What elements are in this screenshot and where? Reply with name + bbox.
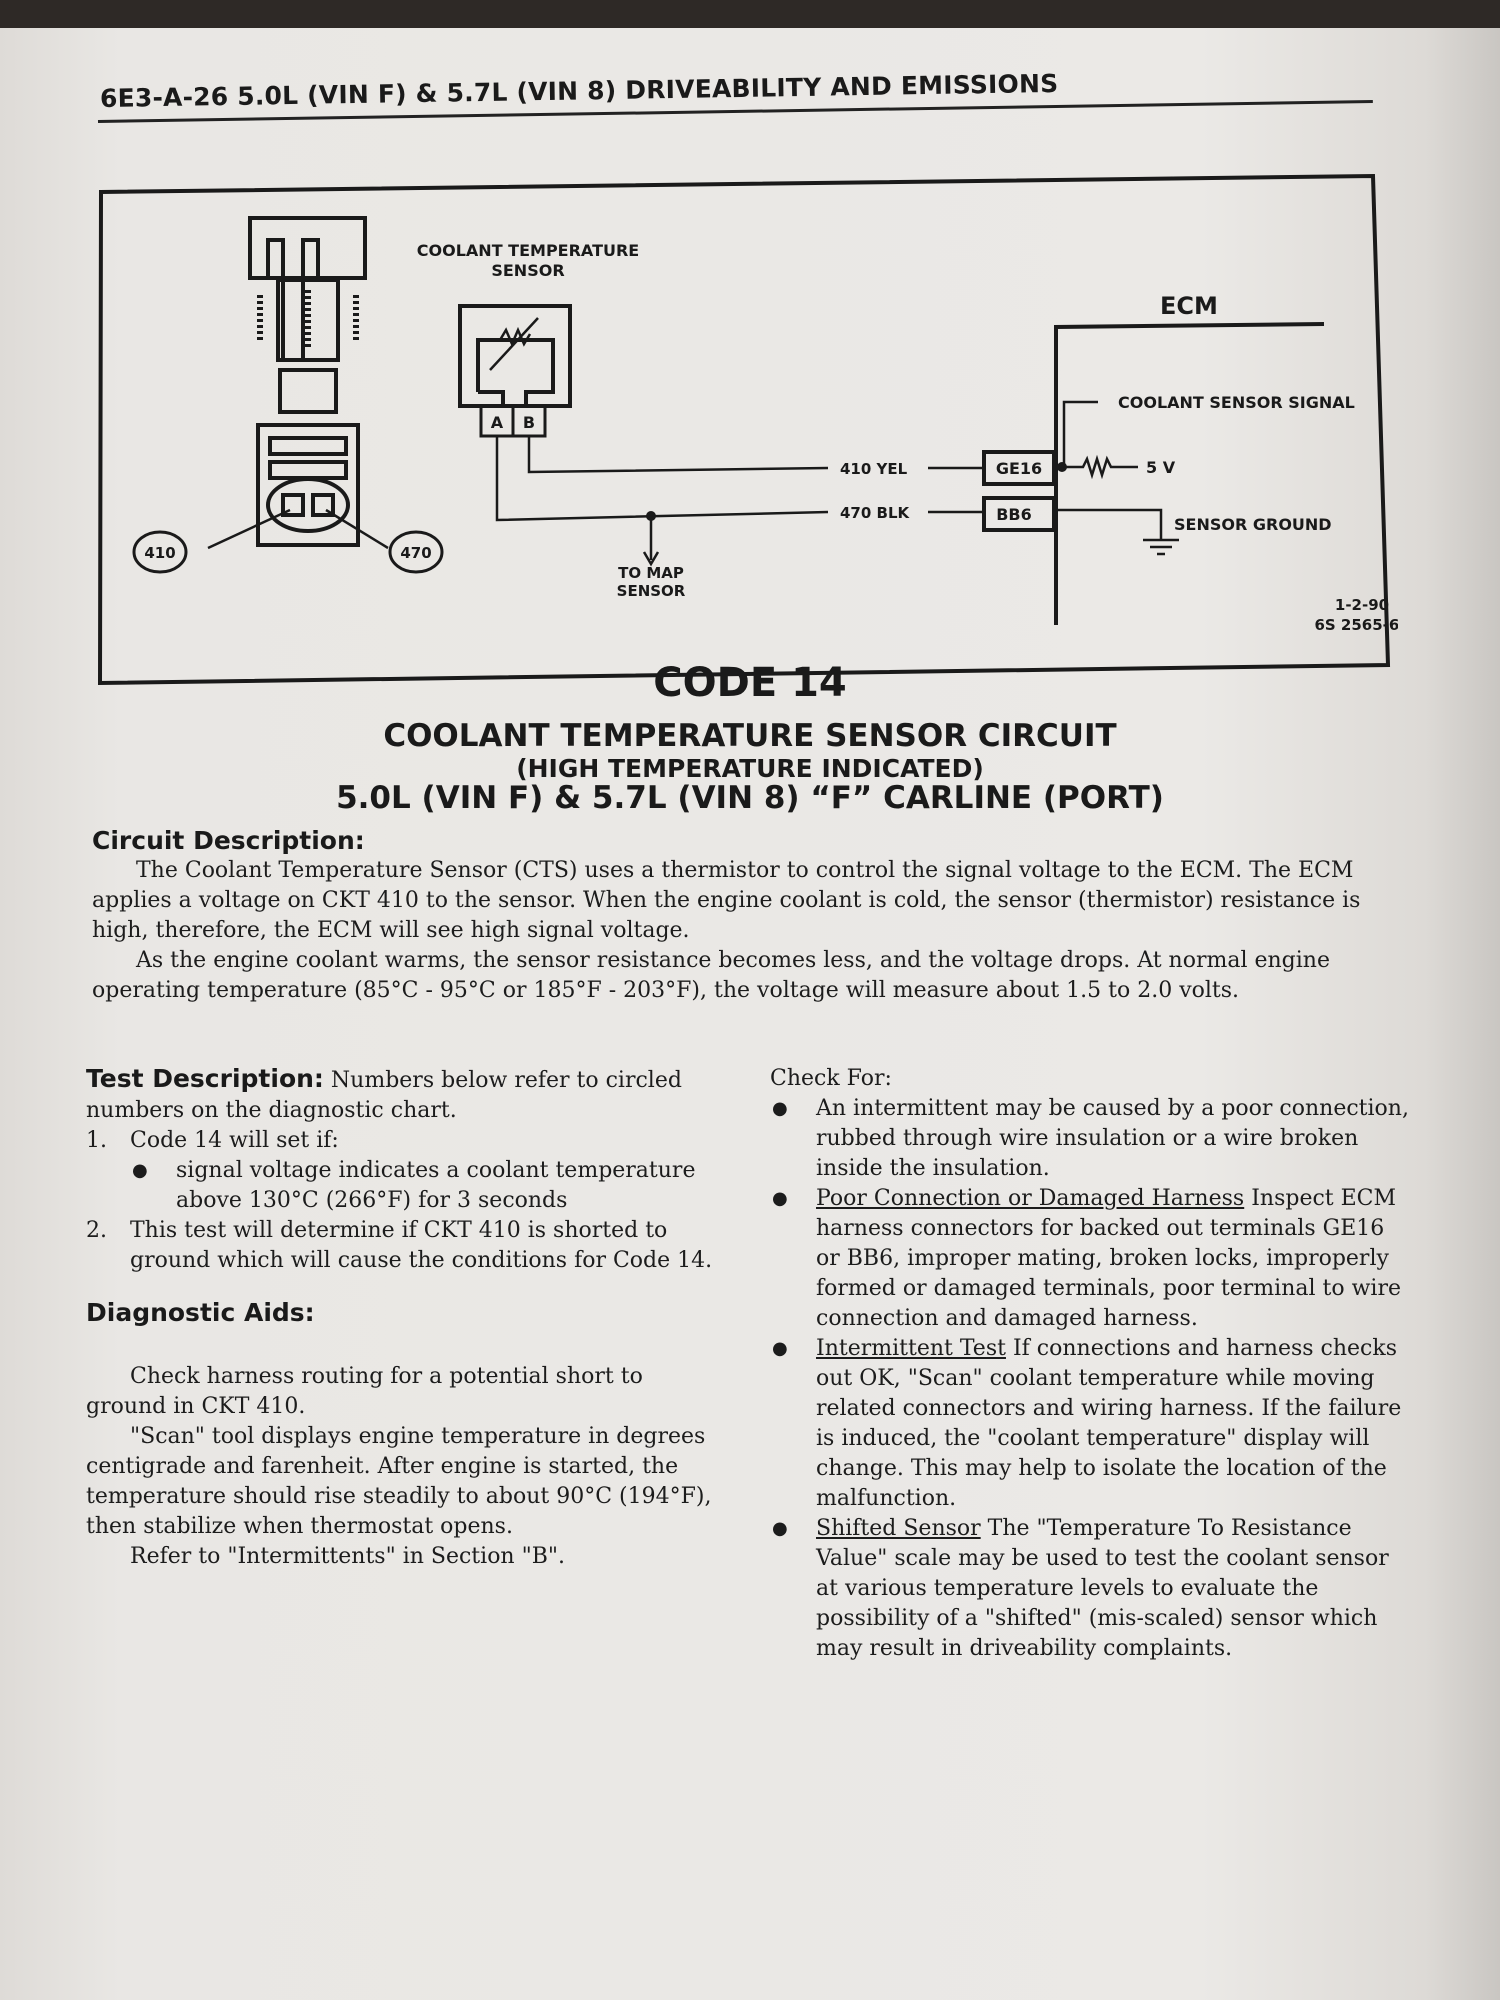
wire-410 xyxy=(527,436,829,474)
circuit-subtitle: (HIGH TEMPERATURE INDICATED) xyxy=(516,754,984,783)
diagram-frame xyxy=(98,173,1391,686)
sensor-label: COOLANT TEMPERATURE xyxy=(417,241,639,260)
ecm-boundary xyxy=(1054,322,1325,625)
wire-410-label: 410 YEL xyxy=(840,460,908,478)
aids-paragraph: Refer to "Intermittents" in Section "B". xyxy=(130,1544,565,1569)
circuit-description-heading: Circuit Description: xyxy=(92,826,365,855)
wire-470 xyxy=(495,436,829,522)
left-column: Test Description: Numbers below refer to… xyxy=(86,1064,726,1572)
diagnostic-aids-heading: Diagnostic Aids: xyxy=(86,1298,315,1327)
test-item: 2.This test will determine if CKT 410 is… xyxy=(86,1218,713,1273)
pin-b-label: B xyxy=(523,413,535,432)
circuit-paragraph: As the engine coolant warms, the sensor … xyxy=(92,948,1330,1003)
diagram-date: 1-2-90 xyxy=(1335,596,1389,614)
map-arrow-icon xyxy=(642,516,660,567)
ecm-label: ECM xyxy=(1160,292,1218,320)
test-intro: Numbers below refer to circled numbers o… xyxy=(86,1068,682,1123)
resistor-icon xyxy=(1064,454,1138,480)
check-item: Poor Connection or Damaged Harness Inspe… xyxy=(770,1184,1410,1334)
circuit-410-circle xyxy=(132,530,188,574)
pin-a-label: A xyxy=(491,413,504,432)
ge16-label: GE16 xyxy=(996,459,1042,478)
code-title: CODE 14 xyxy=(653,660,847,706)
thermistor-icon xyxy=(458,304,572,408)
map-label-2: SENSOR xyxy=(617,582,686,600)
ground-icon xyxy=(1056,508,1179,556)
circuit-470-label: 470 xyxy=(400,544,431,562)
connector-icon xyxy=(207,216,389,550)
coolant-signal-label: COOLANT SENSOR SIGNAL xyxy=(1118,393,1355,412)
circuit-title: COOLANT TEMPERATURE SENSOR CIRCUIT xyxy=(383,718,1117,754)
check-for-heading: Check For: xyxy=(770,1066,892,1091)
bb6-label: BB6 xyxy=(996,505,1032,524)
circuit-paragraph: The Coolant Temperature Sensor (CTS) use… xyxy=(92,858,1361,943)
manual-page: 6E3-A-26 5.0L (VIN F) & 5.7L (VIN 8) DRI… xyxy=(0,28,1500,2000)
test-description-heading: Test Description: xyxy=(86,1064,324,1093)
carline-title: 5.0L (VIN F) & 5.7L (VIN 8) “F” CARLINE … xyxy=(336,780,1164,816)
circuit-410-label: 410 xyxy=(144,544,175,562)
figure-id: 6S 2565-6E xyxy=(1314,616,1398,634)
sensor-label-2: SENSOR xyxy=(491,261,564,280)
wiring-diagram: 410 470 COOLANT TEMPERATURE SENSOR A B T… xyxy=(98,173,1398,686)
check-item: Shifted Sensor The "Temperature To Resis… xyxy=(770,1514,1410,1664)
test-item: 1.Code 14 will set if: xyxy=(86,1128,339,1153)
test-item-bullet: signal voltage indicates a coolant tempe… xyxy=(86,1156,726,1216)
check-item: An intermittent may be caused by a poor … xyxy=(770,1094,1410,1184)
aids-paragraph: Check harness routing for a potential sh… xyxy=(86,1364,643,1419)
aids-paragraph: "Scan" tool displays engine temperature … xyxy=(86,1424,712,1539)
circuit-470-circle xyxy=(388,530,444,574)
map-label: TO MAP xyxy=(618,564,684,582)
sensor-ground-label: SENSOR GROUND xyxy=(1174,515,1332,534)
right-column: Check For: An intermittent may be caused… xyxy=(770,1064,1410,1664)
5v-label: 5 V xyxy=(1146,458,1176,477)
circuit-description: The Coolant Temperature Sensor (CTS) use… xyxy=(92,856,1404,1006)
wire-470-label: 470 BLK xyxy=(840,504,911,522)
check-item: Intermittent Test If connections and har… xyxy=(770,1334,1410,1514)
